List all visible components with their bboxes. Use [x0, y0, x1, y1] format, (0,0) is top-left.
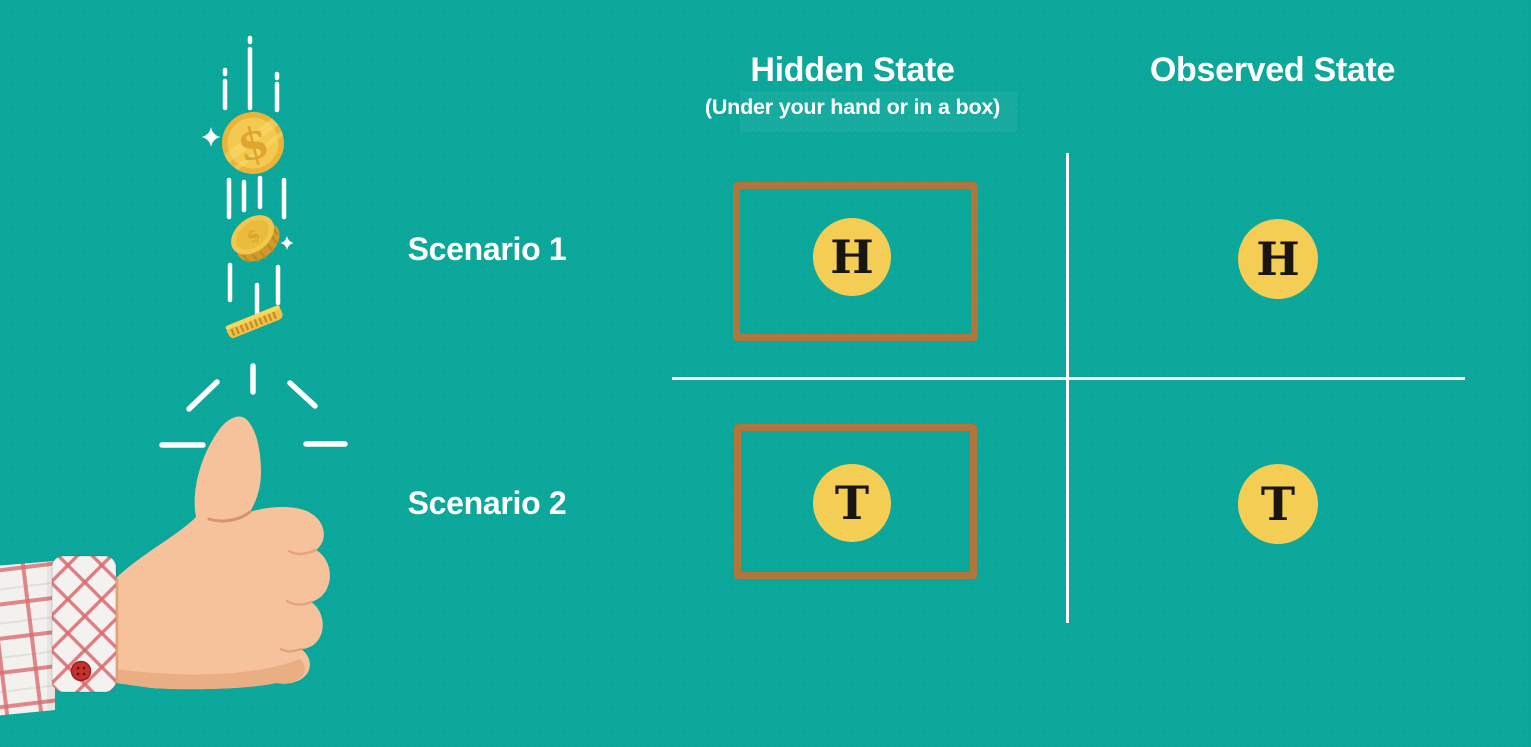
observed-state-title: Observed State: [1149, 51, 1396, 89]
motion-lines-icon: [222, 35, 287, 316]
thumbs-up-hand-illustration: $ $: [0, 35, 348, 716]
coin-hidden-scenario-1: H: [813, 218, 891, 296]
hidden-coin-box-scenario-1: [733, 182, 978, 341]
cuff-button-icon: [70, 660, 92, 682]
column-divider-line: [1066, 153, 1069, 623]
shirt-sleeve-icon: [0, 555, 117, 716]
thumbs-up-hand-icon: [115, 416, 330, 690]
burst-rays-icon: [159, 363, 348, 448]
dollar-coin-icon: $: [222, 112, 284, 174]
coin-observed-scenario-1: H: [1238, 219, 1318, 299]
subtitle-highlight-band: [740, 91, 1017, 132]
tilted-coin-icon: $: [231, 215, 280, 263]
edge-coin-icon: [225, 305, 283, 338]
row-divider-line: [672, 377, 1465, 380]
cuff: [52, 556, 116, 692]
scenario-1-label: Scenario 1: [407, 231, 567, 267]
coin-hidden-scenario-2: T: [813, 464, 891, 542]
hidden-state-subtitle: (Under your hand or in a box): [704, 95, 1001, 119]
coin-observed-scenario-2: T: [1238, 464, 1318, 544]
scenario-2-label: Scenario 2: [407, 485, 567, 521]
hidden-state-title: Hidden State: [750, 51, 955, 89]
hidden-coin-box-scenario-2: [734, 424, 977, 579]
